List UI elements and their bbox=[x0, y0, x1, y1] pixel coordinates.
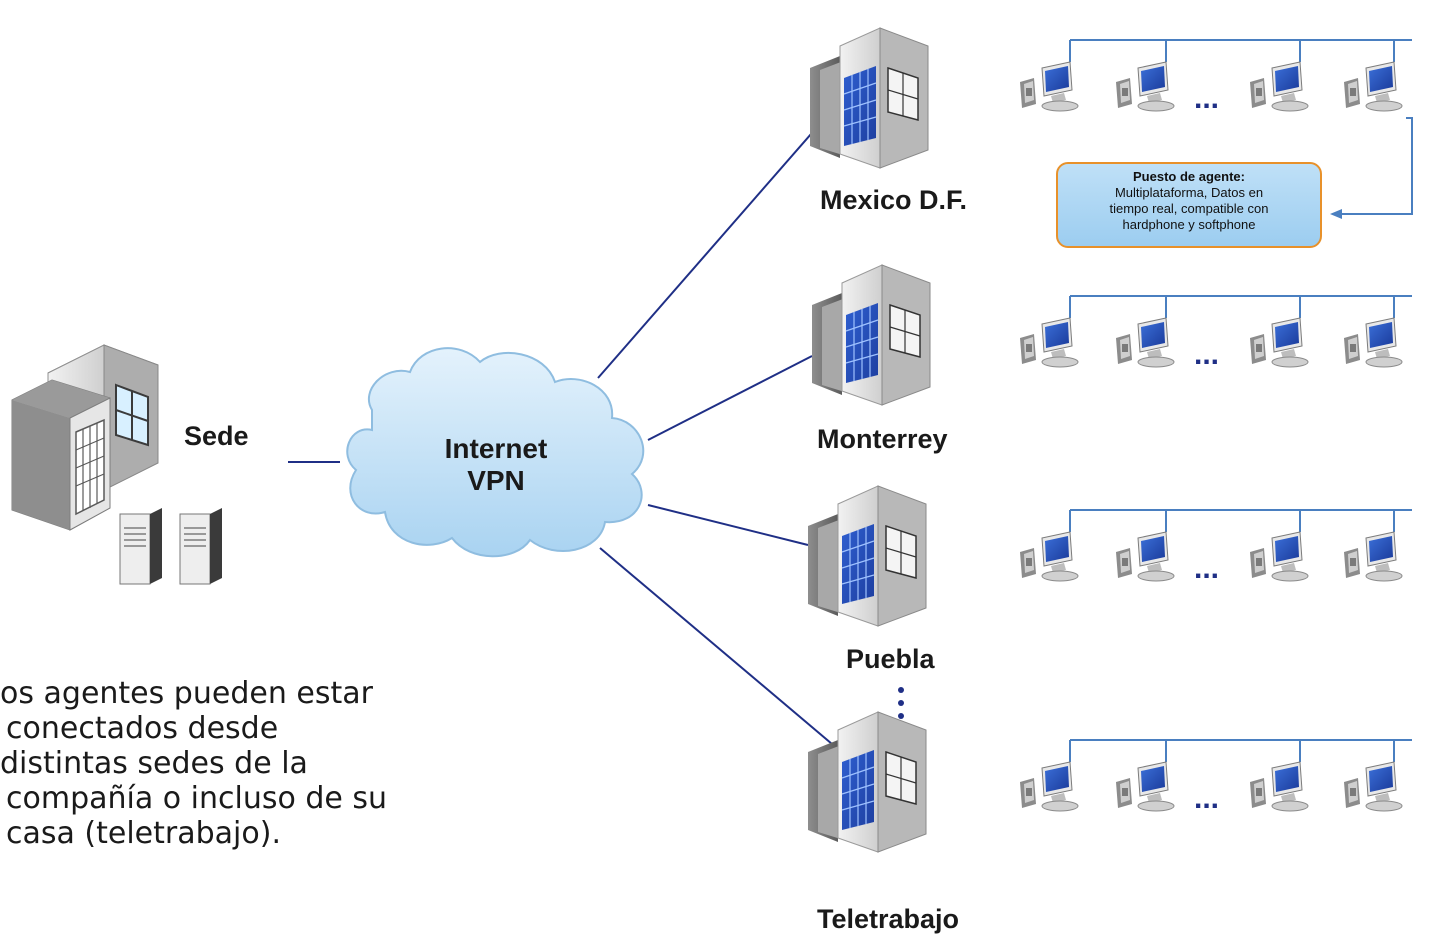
callout-line: tiempo real, compatible con bbox=[1109, 201, 1269, 216]
building-icon bbox=[811, 264, 931, 406]
callout-line: Multiplataforma, Datos en bbox=[1114, 185, 1264, 200]
agent-workstation-icon bbox=[1249, 317, 1309, 368]
agent-lan-row: ... bbox=[1019, 295, 1412, 371]
callout-connector bbox=[1330, 117, 1413, 219]
workstation-ellipsis: ... bbox=[1194, 552, 1219, 585]
building-icon bbox=[807, 711, 927, 853]
description-line: os agentes pueden estar bbox=[0, 676, 373, 711]
cloud-label-line1: Internet bbox=[444, 433, 548, 464]
agent-lan-row: ... bbox=[1019, 509, 1412, 585]
agent-workstation-icon bbox=[1019, 61, 1079, 112]
link-cloud-teletrabajo bbox=[599, 547, 833, 745]
building-icon bbox=[807, 485, 927, 627]
site-label-mexico: Mexico D.F. bbox=[820, 185, 968, 215]
site-label-puebla: Puebla bbox=[846, 644, 935, 674]
agent-workstation-icon bbox=[1249, 531, 1309, 582]
link-cloud-mexico bbox=[597, 117, 826, 379]
description-line: compañía o incluso de su bbox=[6, 781, 388, 816]
agent-workstation-icon bbox=[1019, 761, 1079, 812]
workstation-ellipsis: ... bbox=[1194, 82, 1219, 115]
continuation-dots bbox=[898, 687, 904, 719]
workstation-ellipsis: ... bbox=[1194, 338, 1219, 371]
agent-lan-row: ... bbox=[1019, 39, 1412, 115]
hub-label: Sede bbox=[184, 421, 249, 451]
agent-workstation-icon bbox=[1115, 761, 1175, 812]
site-label-monterrey: Monterrey bbox=[817, 424, 948, 454]
agent-workstation-icon bbox=[1019, 531, 1079, 582]
cloud-label-line2: VPN bbox=[467, 465, 525, 496]
agent-lan-row: ... bbox=[1019, 739, 1412, 815]
server-icon bbox=[179, 508, 222, 585]
agent-workstation-icon bbox=[1115, 317, 1175, 368]
link-cloud-monterrey bbox=[647, 355, 813, 441]
callout-title: Puesto de agente: bbox=[1133, 169, 1245, 184]
description-text: os agentes pueden estar conectados desde… bbox=[0, 676, 520, 851]
agent-lan-rows: ............ bbox=[1019, 39, 1412, 815]
description-line: conectados desde bbox=[6, 711, 279, 746]
agent-workstation-icon bbox=[1115, 61, 1175, 112]
hub-buildings bbox=[11, 344, 222, 585]
server-icon bbox=[119, 508, 162, 585]
workstation-ellipsis: ... bbox=[1194, 782, 1219, 815]
building-icon bbox=[809, 27, 929, 169]
callout-line: hardphone y softphone bbox=[1122, 217, 1256, 232]
agent-workstation-icon bbox=[1249, 61, 1309, 112]
agent-workstation-icon bbox=[1343, 317, 1403, 368]
agent-workstation-icon bbox=[1019, 317, 1079, 368]
cloud-label: Internet VPN bbox=[406, 433, 586, 497]
agent-workstation-icon bbox=[1343, 61, 1403, 112]
description-line: casa (teletrabajo). bbox=[6, 816, 281, 851]
agent-station-callout: Puesto de agente: Multiplataforma, Datos… bbox=[1056, 162, 1322, 248]
description-line: distintas sedes de la bbox=[0, 746, 308, 781]
internet-cloud bbox=[346, 347, 645, 558]
agent-workstation-icon bbox=[1343, 531, 1403, 582]
agent-workstation-icon bbox=[1115, 531, 1175, 582]
site-label-teletrabajo: Teletrabajo bbox=[817, 904, 960, 934]
agent-workstation-icon bbox=[1249, 761, 1309, 812]
link-cloud-puebla bbox=[647, 504, 809, 546]
wan-links bbox=[288, 117, 833, 745]
agent-workstation-icon bbox=[1343, 761, 1403, 812]
